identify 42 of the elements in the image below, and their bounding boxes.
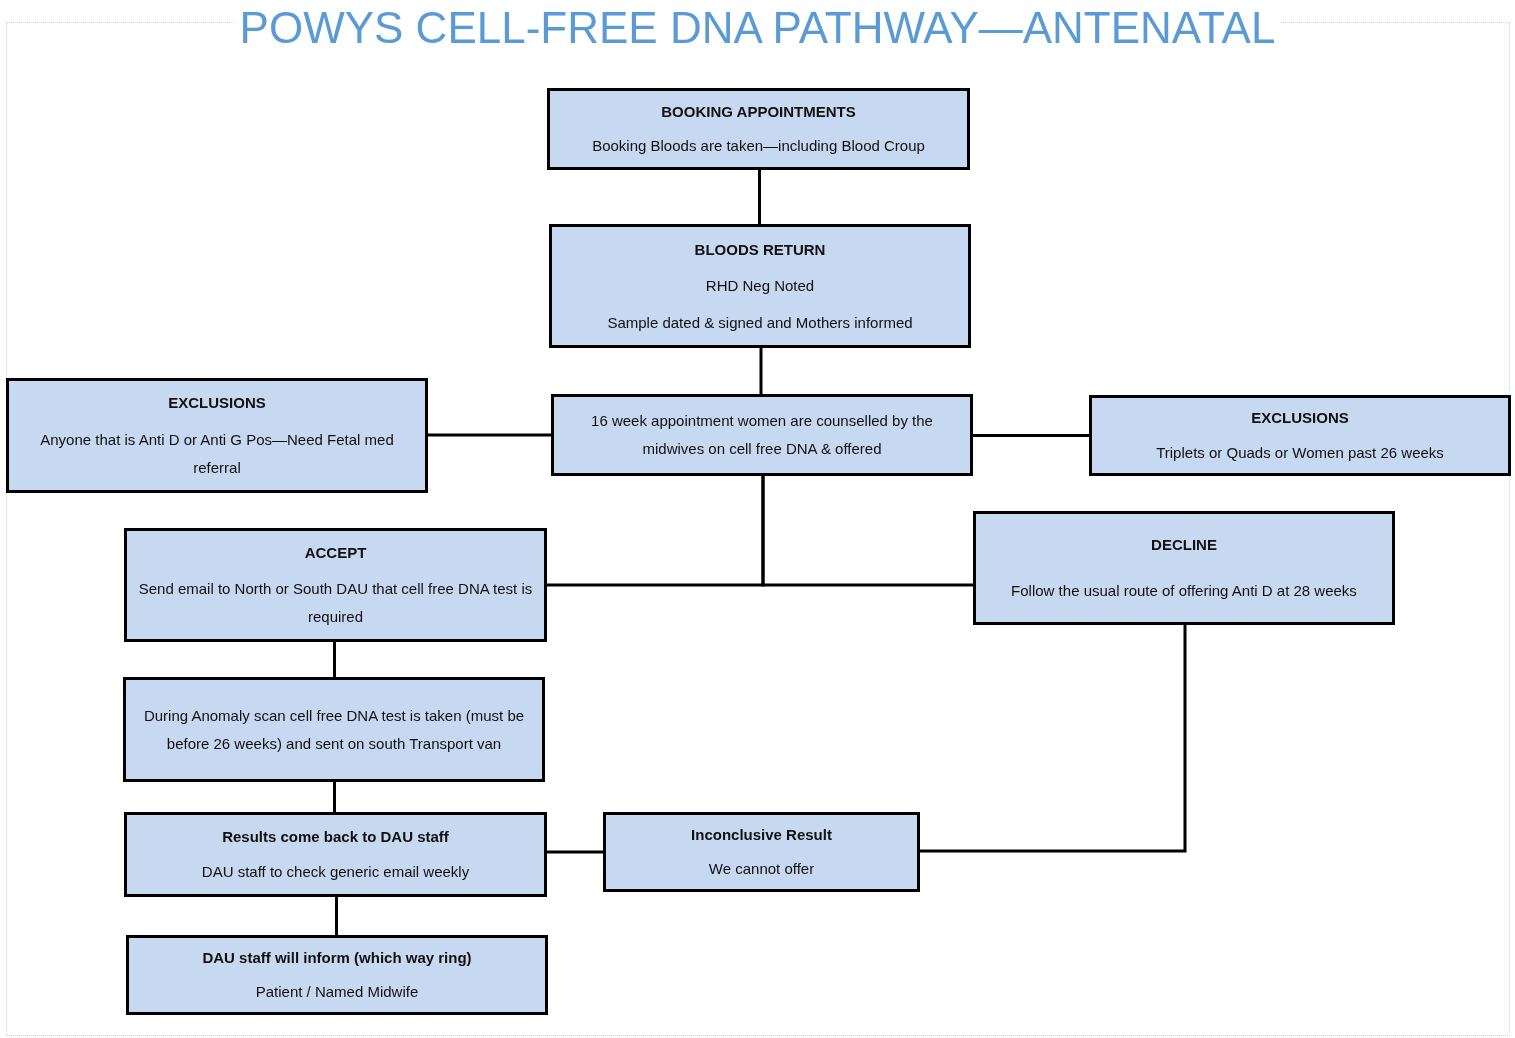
- box-text: Booking Bloods are taken—including Blood Croup: [592, 136, 925, 157]
- box-heading: DECLINE: [1151, 535, 1217, 556]
- connector-line: [920, 625, 1187, 853]
- box-heading: EXCLUSIONS: [168, 393, 266, 414]
- box-heading: ACCEPT: [304, 543, 367, 563]
- connector-line: [335, 897, 338, 935]
- box-text: DAU staff to check generic email weekly: [201, 862, 470, 883]
- process-box: [603, 812, 920, 892]
- box-text: Anyone that is Anti D or Anti G Pos—Need Fetal med referral: [39, 429, 395, 478]
- box-heading: BOOKING APPOINTMENTS: [661, 101, 856, 122]
- box-text: Patient / Named Midwife: [255, 982, 419, 1002]
- process-box: [124, 528, 547, 642]
- box-heading: Results come back to DAU staff: [222, 826, 449, 847]
- connector-line: [973, 434, 1089, 437]
- box-heading: EXCLUSIONS: [1251, 408, 1349, 429]
- box-heading: Inconclusive Result: [691, 825, 832, 845]
- box-text: RHD Neg Noted: [705, 276, 815, 296]
- connector-line: [758, 170, 761, 224]
- connector-line: [428, 433, 551, 437]
- process-box: [973, 511, 1395, 625]
- box-text: Triplets or Quads or Women past 26 weeks: [1156, 442, 1444, 463]
- connector-line: [333, 782, 336, 812]
- box-text: During Anomaly scan cell free DNA test is taken (must be before 26 weeks) and sent on south Transport van: [142, 705, 526, 754]
- connector-line: [759, 348, 763, 394]
- process-box: [547, 88, 970, 170]
- box-text: Sample dated & signed and Mothers informed: [607, 312, 913, 333]
- process-box: [126, 935, 548, 1015]
- connector-line: [333, 642, 336, 677]
- connector-line: [761, 476, 973, 587]
- box-text: Send email to North or South DAU that cell free DNA test is required: [137, 579, 534, 627]
- process-box: [123, 677, 545, 782]
- process-box: [6, 378, 428, 493]
- box-text: Follow the usual route of offering Anti D at 28 weeks: [1011, 580, 1357, 601]
- box-text: We cannot offer: [708, 859, 815, 879]
- box-heading: DAU staff will inform (which way ring): [202, 948, 472, 968]
- process-box: [124, 812, 547, 897]
- box-heading: BLOODS RETURN: [694, 239, 826, 260]
- box-text: 16 week appointment women are counselled by the midwives on cell free DNA & offered: [590, 411, 934, 459]
- process-box: [1089, 395, 1511, 476]
- process-box: [551, 394, 973, 476]
- process-box: [549, 224, 971, 348]
- connector-line: [547, 850, 603, 854]
